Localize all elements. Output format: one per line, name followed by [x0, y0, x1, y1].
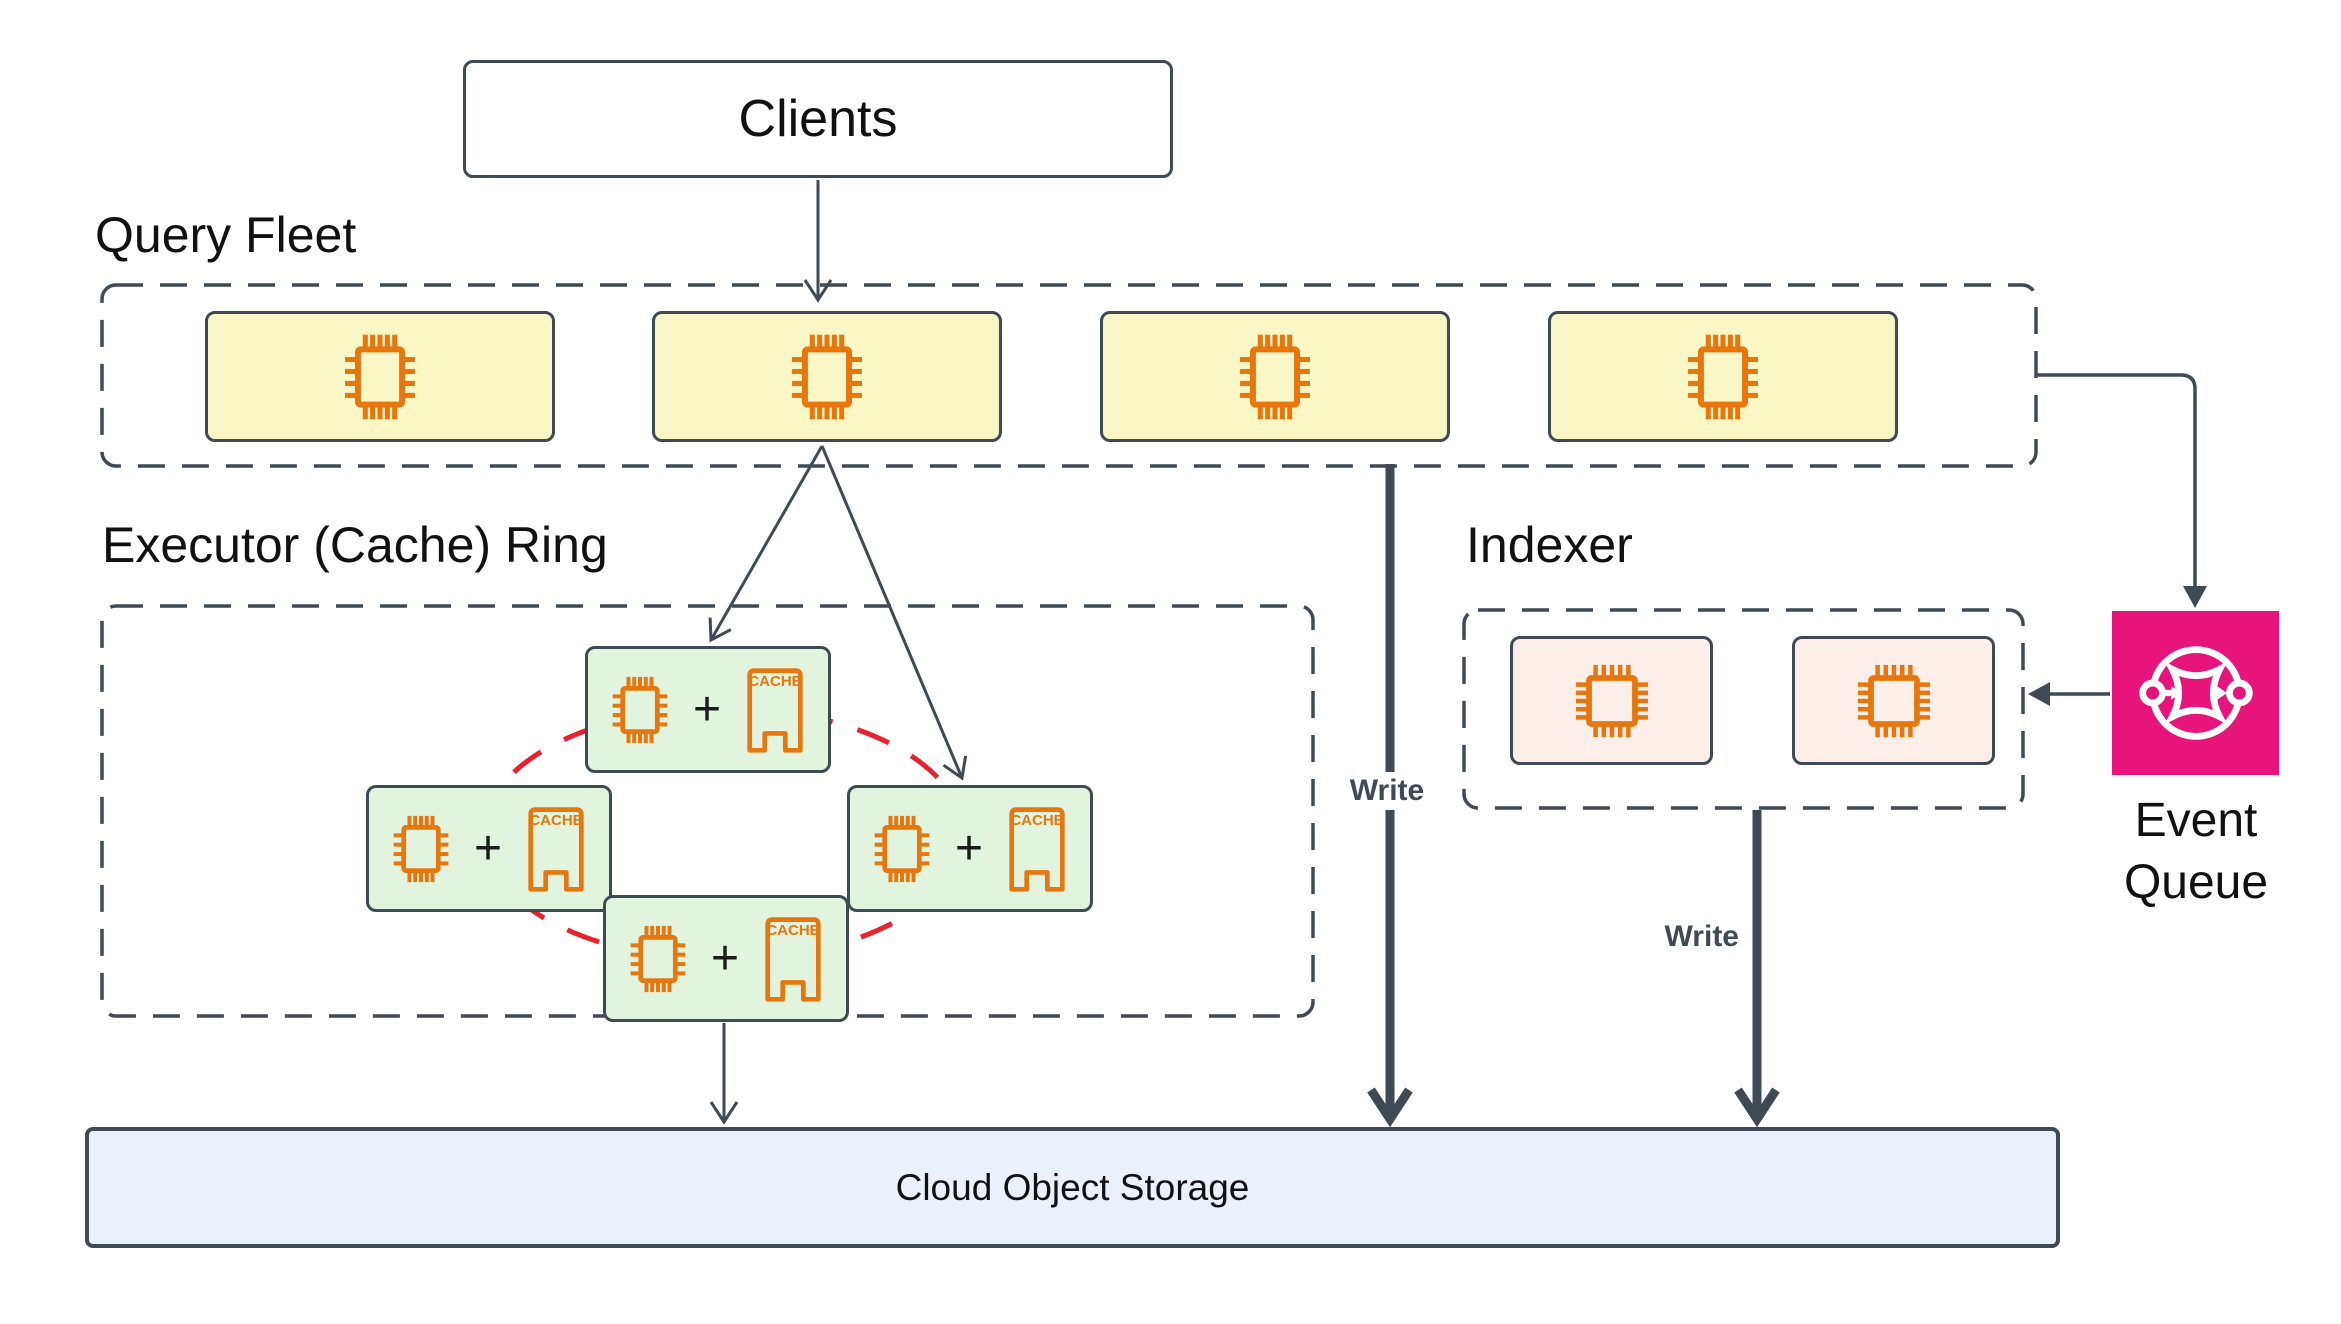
executor-node-right: + CACHE: [847, 785, 1093, 912]
plus-sign: +: [473, 821, 503, 875]
queryfleet-to-ring-top-arrow: [708, 445, 824, 643]
cache-icon-label: CACHE: [766, 921, 820, 939]
cache-icon: CACHE: [745, 666, 805, 754]
query-fleet-title: Query Fleet: [95, 207, 357, 263]
cache-icon: CACHE: [1007, 805, 1067, 893]
indexer-container: [1462, 608, 2025, 810]
ring-to-storage-arrow: [709, 1023, 739, 1125]
indexer-node-1: [1510, 636, 1713, 765]
queryfleet-to-ring-right-arrow: [820, 445, 968, 781]
query-fleet-node-4: [1548, 311, 1898, 442]
plus-sign: +: [710, 931, 740, 985]
cache-icon-label: CACHE: [748, 672, 802, 690]
eventqueue-to-indexer-arrow: [2028, 682, 2110, 706]
indexer-title: Indexer: [1466, 517, 1633, 573]
cache-icon: CACHE: [763, 915, 823, 1003]
indexer-write-arrow: [1734, 810, 1780, 1128]
clients-to-queryfleet-arrow: [803, 180, 833, 303]
queryfleet-write-label: Write: [1341, 772, 1433, 810]
event-queue-label-line2: Queue: [2123, 856, 2269, 909]
plus-sign: +: [692, 682, 722, 736]
plus-sign: +: [954, 821, 984, 875]
executor-node-bottom: + CACHE: [603, 895, 849, 1022]
cache-icon-label: CACHE: [529, 811, 583, 829]
executor-node-top: + CACHE: [585, 646, 831, 773]
query-fleet-node-3: [1100, 311, 1450, 442]
event-queue-label: Event Queue: [2056, 790, 2336, 914]
storage-label: Cloud Object Storage: [895, 1166, 1250, 1208]
event-queue-node: [2112, 611, 2279, 775]
clients-label: Clients: [738, 90, 898, 148]
executor-ring-title: Executor (Cache) Ring: [102, 517, 608, 573]
indexer-write-label: Write: [1656, 918, 1747, 956]
queryfleet-to-eventqueue-arrow: [2036, 373, 2207, 608]
cache-icon: CACHE: [526, 805, 586, 893]
indexer-node-2: [1792, 636, 1995, 765]
cloud-object-storage-node: Cloud Object Storage: [85, 1127, 2060, 1248]
query-fleet-node-2: [652, 311, 1002, 442]
clients-node: Clients: [463, 60, 1173, 178]
event-queue-label-line1: Event: [2134, 794, 2258, 847]
cache-icon-label: CACHE: [1010, 811, 1064, 829]
executor-node-left: + CACHE: [366, 785, 612, 912]
query-fleet-node-1: [205, 311, 555, 442]
